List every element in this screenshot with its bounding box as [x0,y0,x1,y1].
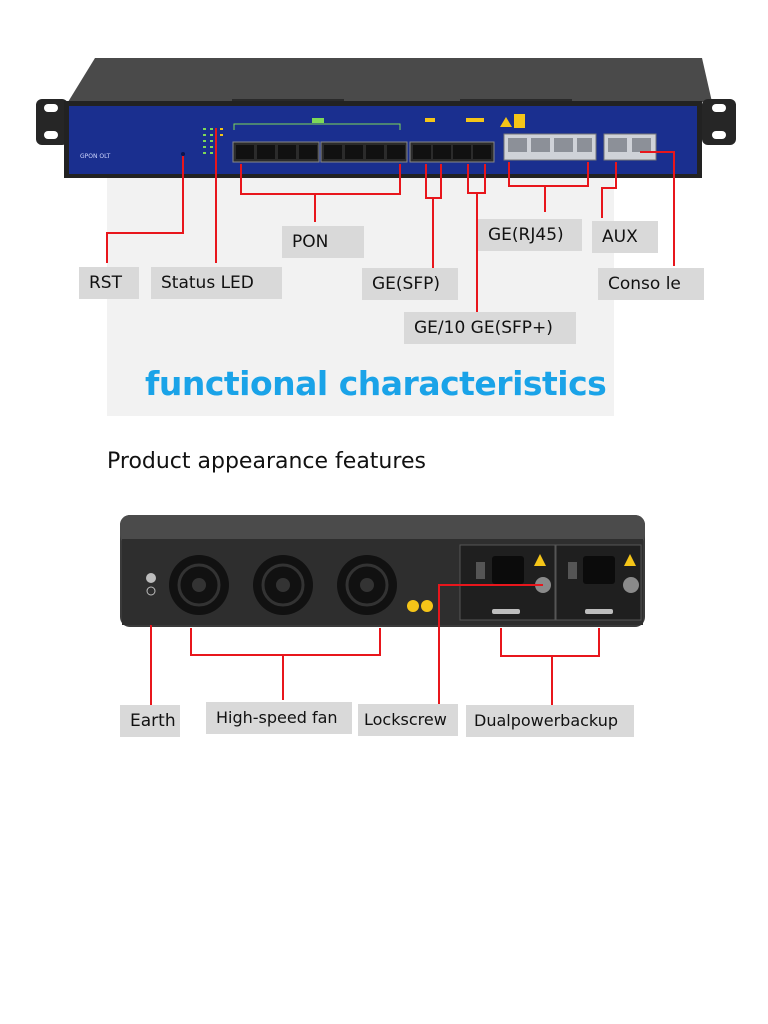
laser-label-icon [514,114,525,128]
front-chassis-top [68,58,712,102]
label-pon: PON [282,226,364,258]
label-lockscrew: Lockscrew [358,704,458,736]
power-module-right [555,544,642,621]
rack-ear-right [702,99,736,145]
front-callout-lines [106,128,675,312]
label-ge-rj45: GE(RJ45) [478,219,582,251]
label-earth: Earth [120,705,180,737]
fan-icons [169,555,397,615]
status-led-group [203,128,223,154]
ge-10ge-tag [466,118,484,122]
label-ge-10ge: GE/10 GE(SFP+) [404,312,576,344]
rack-ear-hole [712,104,726,112]
sfp-ports [409,141,495,163]
pon-header-bracket [233,123,401,130]
aux-console-ports [603,133,657,161]
rack-ear-hole [44,104,58,112]
rear-callout-lines [150,584,600,705]
earth-screw-icon [146,573,156,583]
panel-model-text: GPON OLT [80,153,111,160]
label-rst: RST [79,267,139,299]
rear-chassis-top [120,515,645,545]
label-console: Conso le [598,268,704,300]
product-appearance-heading: Product appearance features [107,449,426,474]
label-ge-sfp: GE(SFP) [362,268,458,300]
rj45-ports [503,133,597,161]
power-module-left [459,544,556,621]
label-status-led: Status LED [151,267,282,299]
warning-icon [500,117,512,127]
rack-ear-left [36,99,68,145]
label-dual-power-backup: Dualpowerbackup [466,705,634,737]
label-high-speed-fan: High-speed fan [206,702,352,734]
functional-characteristics-heading: functional characteristics [145,364,607,403]
hazard-icon [407,600,419,612]
front-panel [69,106,697,174]
hazard-icon [421,600,433,612]
label-aux: AUX [592,221,658,253]
rst-hole [181,152,185,156]
rack-ear-hole [44,131,58,139]
earth-symbol-icon [146,586,156,596]
rack-ear-hole [712,131,726,139]
pon-ports [232,141,408,163]
ge-sfp-tag [425,118,435,122]
pon-header-tag [312,118,324,123]
